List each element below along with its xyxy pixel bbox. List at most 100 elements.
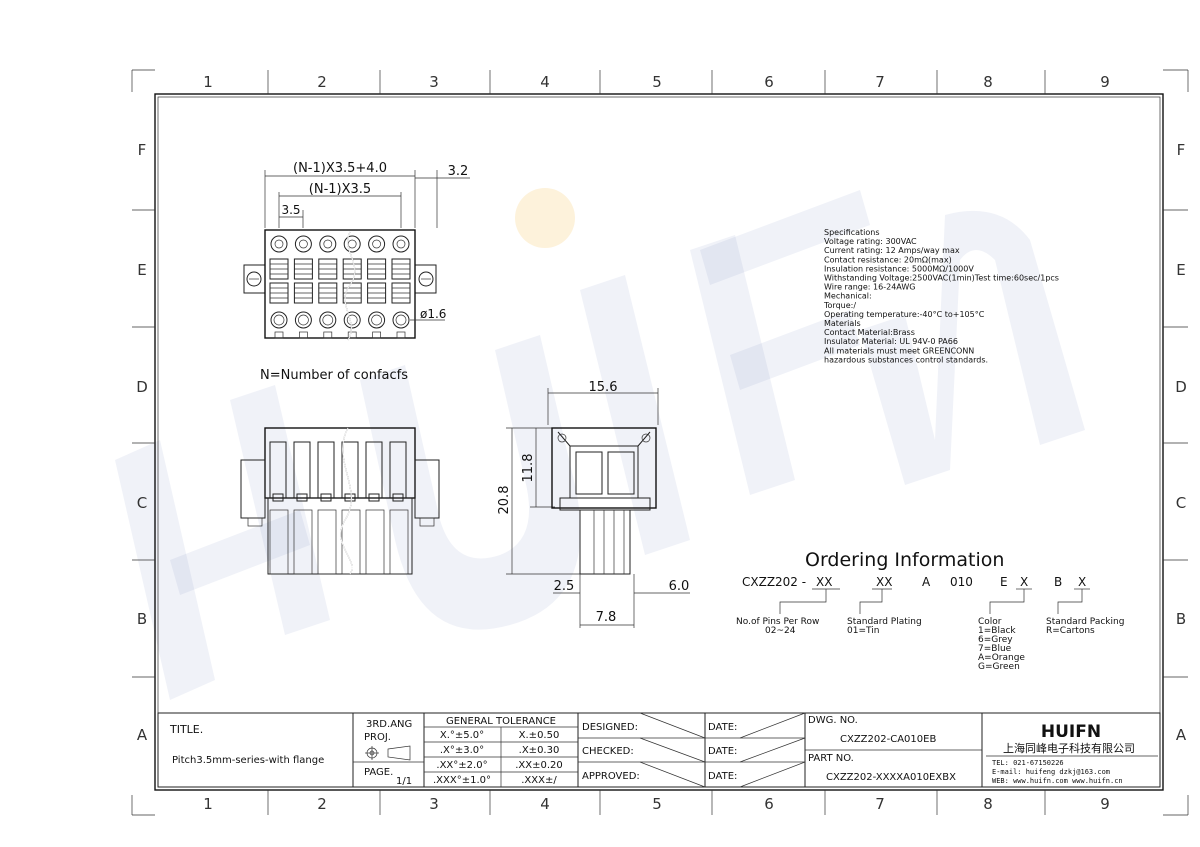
packing-value: R=Cartons xyxy=(1046,626,1095,636)
tolerance-cell: .X±0.30 xyxy=(519,745,560,756)
dwg-no-value: CXZZ202-CA010EB xyxy=(840,734,936,745)
watermark-dot xyxy=(515,188,575,248)
grid-column-label: 8 xyxy=(983,795,993,813)
order-code-b: B xyxy=(1054,575,1062,589)
connector-pin xyxy=(293,235,313,339)
grid-row-label: B xyxy=(137,610,147,628)
grid-row-label: B xyxy=(1176,610,1186,628)
designed-date-label: DATE: xyxy=(708,722,737,733)
spec-line: Specifications xyxy=(824,228,880,237)
spec-line: Current rating: 12 Amps/way max xyxy=(824,246,960,255)
spec-line: Insulator Material: UL 94V-0 PA66 xyxy=(824,337,958,346)
color-option: 1=Black xyxy=(978,626,1016,636)
row-labels-left: F E D C B A xyxy=(136,141,148,744)
dim-pitch: 3.5 xyxy=(281,203,300,217)
tolerance-cell: .XX±0.20 xyxy=(515,760,563,771)
spec-line: Operating temperature:-40°C to+105°C xyxy=(824,310,985,319)
spec-line: Torque:/ xyxy=(823,301,856,310)
grid-row-label: A xyxy=(137,726,148,744)
dim-total-height: 20.8 xyxy=(497,486,512,515)
grid-row-label: C xyxy=(1176,494,1186,512)
title-block: TITLE. Pitch3.5mm-series-with flange 3RD… xyxy=(157,712,1161,788)
spec-line: Wire range: 16-24AWG xyxy=(824,283,915,292)
spec-line: Mechanical: xyxy=(824,292,872,301)
spec-line: hazardous substances control standards. xyxy=(824,355,988,364)
grid-column-label: 2 xyxy=(317,73,327,91)
projection-label-1: 3RD.ANG xyxy=(366,719,412,730)
spec-line: Materials xyxy=(824,319,861,328)
grid-column-label: 8 xyxy=(983,73,993,91)
grid-row-label: D xyxy=(1175,378,1187,396)
grid-column-label: 7 xyxy=(875,795,885,813)
grid-row-label: D xyxy=(136,378,148,396)
tolerance-cell: .XX°±2.0° xyxy=(436,760,487,771)
connector-pin xyxy=(391,235,411,339)
connector-pin xyxy=(318,235,338,339)
order-code-010: 010 xyxy=(950,575,973,589)
grid-column-label: 6 xyxy=(764,73,774,91)
watermark xyxy=(115,188,1085,700)
order-code-packing: X xyxy=(1078,575,1086,589)
spec-line: Insulation resistance: 5000MΩ/1000V xyxy=(824,264,974,273)
grid-column-label: 3 xyxy=(429,795,439,813)
grid-column-label: 7 xyxy=(875,73,885,91)
pins-value: 02~24 xyxy=(765,626,796,636)
dim-pin-length: 6.0 xyxy=(669,579,690,594)
tolerance-title: GENERAL TOLERANCE xyxy=(446,716,556,727)
ordering-title: Ordering Information xyxy=(805,549,1004,571)
top-view: (N-1)X3.5+4.0 (N-1)X3.5 3.5 3.2 ø1.6 N=N… xyxy=(243,161,470,383)
grid-column-label: 5 xyxy=(652,795,662,813)
spec-line: Contact Material:Brass xyxy=(824,328,915,337)
dim-upper-height: 11.8 xyxy=(521,454,536,483)
front-view xyxy=(240,427,440,575)
part-no-value: CXZZ202-XXXXA010EXBX xyxy=(826,772,956,783)
company-email: E-mail: huifeng dzkj@163.com xyxy=(992,768,1110,776)
grid-row-label: C xyxy=(137,494,147,512)
grid-column-label: 9 xyxy=(1100,795,1110,813)
grid-row-label: F xyxy=(138,141,147,159)
connector-fin xyxy=(389,441,409,575)
tolerance-cell: .XXX°±1.0° xyxy=(433,775,491,786)
company-web: WEB: www.huifn.com www.huifn.cn xyxy=(992,777,1123,785)
connector-pin xyxy=(342,235,362,339)
tolerance-cell: .X°±3.0° xyxy=(440,745,484,756)
title-label: TITLE. xyxy=(169,723,203,736)
dwg-no-label: DWG. NO. xyxy=(808,715,858,726)
color-option: 7=Blue xyxy=(978,644,1012,654)
grid-row-label: F xyxy=(1177,141,1186,159)
color-option: 6=Grey xyxy=(978,635,1013,645)
dim-depth: 15.6 xyxy=(589,380,618,395)
designed-label: DESIGNED: xyxy=(582,722,638,733)
tolerance-cell: X.°±5.0° xyxy=(440,730,484,741)
grid-row-label: E xyxy=(137,261,146,279)
grid-column-label: 6 xyxy=(764,795,774,813)
connector-fin xyxy=(269,441,289,575)
plating-value: 01=Tin xyxy=(847,626,879,636)
connector-fin xyxy=(293,441,313,575)
connector-fin xyxy=(317,441,337,575)
order-code-color: X xyxy=(1020,575,1028,589)
company-tel: TEL: 021-67150226 xyxy=(992,759,1064,767)
order-code-plating: XX xyxy=(876,575,892,589)
dim-flange: 3.2 xyxy=(448,164,469,179)
page-value: 1/1 xyxy=(396,776,412,787)
drawing-title: Pitch3.5mm-series-with flange xyxy=(172,755,324,766)
ordering-information: Ordering Information CXZZ202 - XX XX A 0… xyxy=(736,549,1124,672)
company-name: 上海同峰电子科技有限公司 xyxy=(1003,741,1135,755)
order-code-e: E xyxy=(1000,575,1008,589)
connector-pin xyxy=(269,235,289,339)
dim-pin-span: (N-1)X3.5 xyxy=(309,182,371,197)
grid-column-label: 1 xyxy=(203,73,213,91)
pins-label: No.of Pins Per Row xyxy=(736,617,819,627)
spec-line: All materials must meet GREENCONN xyxy=(824,346,974,355)
grid-column-label: 4 xyxy=(540,795,550,813)
tolerance-cell: X.±0.50 xyxy=(519,730,560,741)
color-option: G=Green xyxy=(978,662,1020,672)
contacts-note: N=Number of confacfs xyxy=(260,368,408,383)
order-code-a: A xyxy=(922,575,931,589)
connector-fin xyxy=(365,441,385,575)
approved-label: APPROVED: xyxy=(582,771,640,782)
